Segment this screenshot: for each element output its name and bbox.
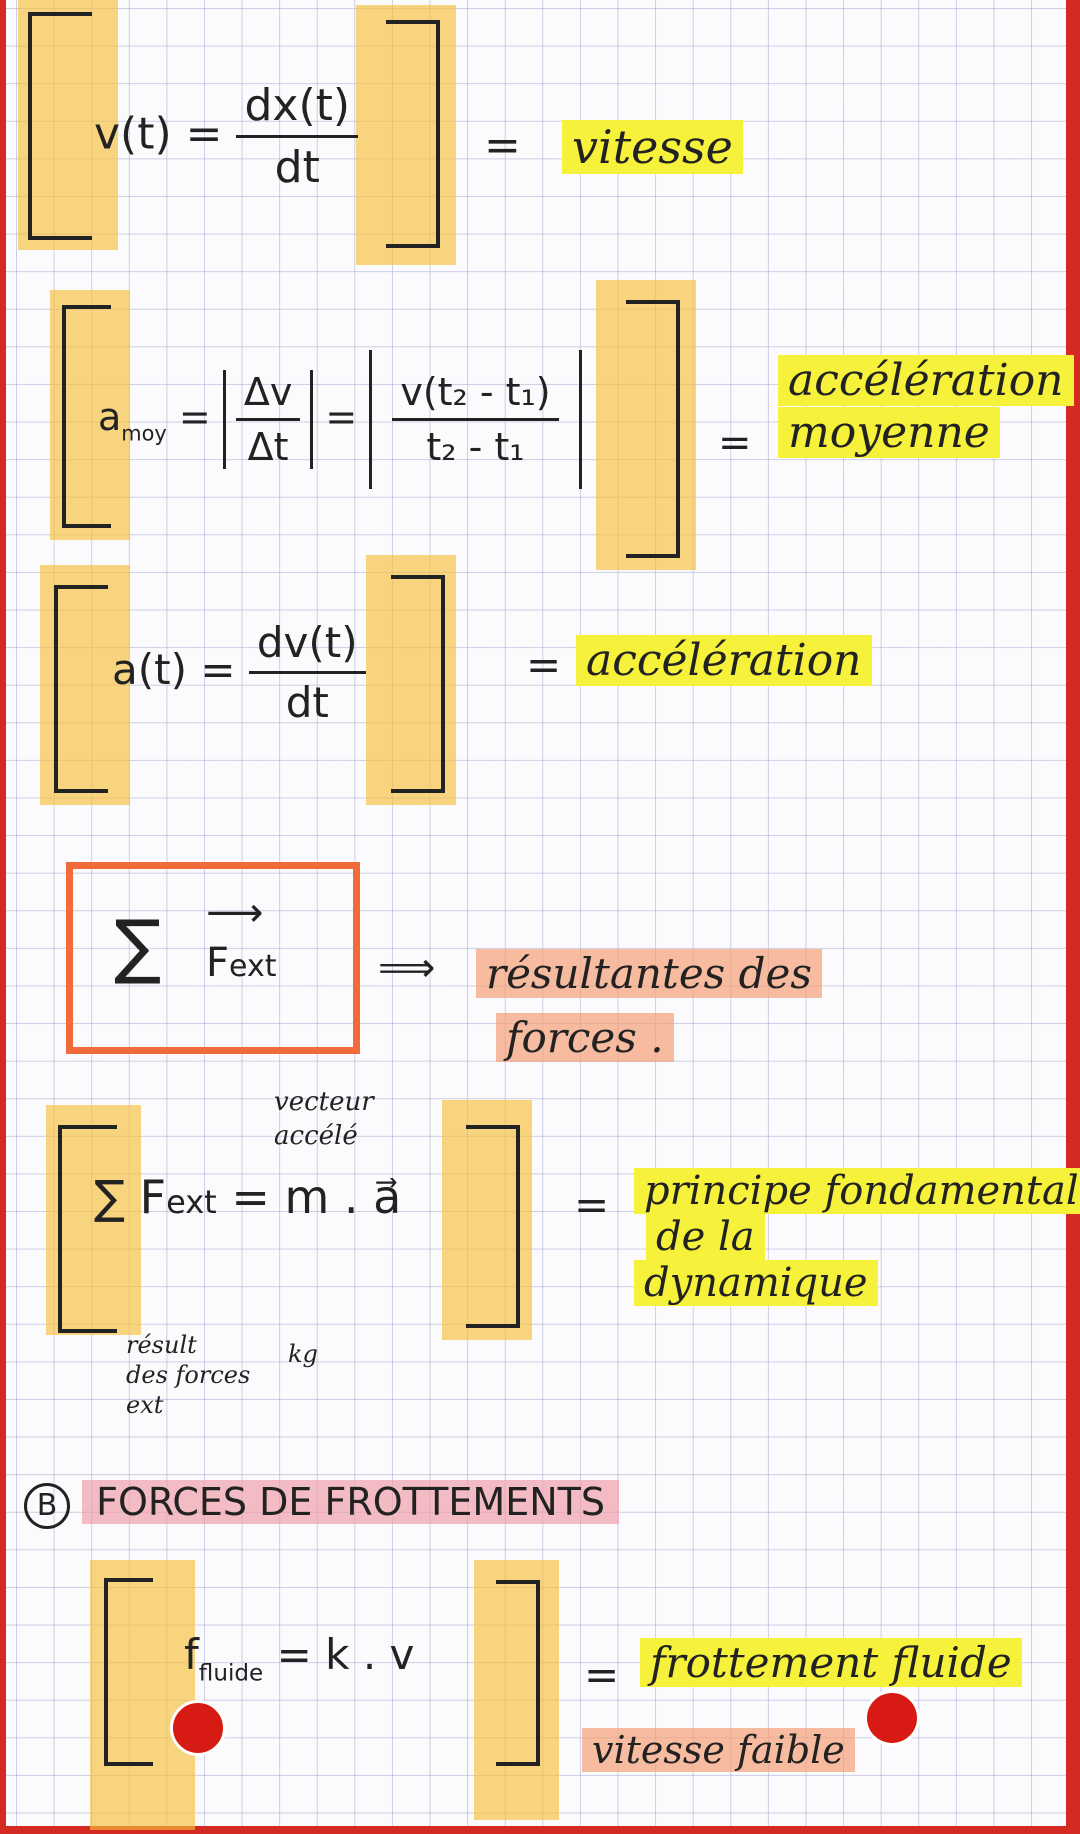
eq3-label: accélération (576, 635, 872, 686)
eq1-equals: = (484, 120, 521, 171)
section-b-heading: B FORCES DE FROTTEMENTS (24, 1480, 619, 1529)
annotation-result-forces: résult des forces ext (126, 1331, 251, 1419)
highlight-bracket-left (18, 0, 118, 250)
eq2-equals: = (718, 420, 752, 466)
sigma-symbol: ∑ (114, 905, 162, 987)
eq3-formula: a(t) = dv(t)dt (112, 618, 366, 727)
eq2-lhs-sub: moy (121, 421, 167, 446)
left-bracket (28, 12, 92, 240)
eq1-lhs: v(t) = (94, 108, 223, 160)
eq3-lhs: a(t) = (112, 645, 236, 694)
right-bracket (391, 575, 445, 793)
eq2-label: accélération moyenne (778, 355, 1074, 459)
eq6-formula: ffluide = k . v (184, 1630, 415, 1687)
right-bracket (496, 1580, 540, 1766)
right-bracket (626, 300, 680, 558)
section-marker-b: B (24, 1483, 70, 1529)
eq5-formula: ∑ Fext = m . a⃗ (94, 1170, 402, 1224)
eq4-symbol: Fext (206, 940, 277, 986)
eq5-label: principe fondamental de la dynamique (634, 1168, 1080, 1306)
eq6-equals: = (584, 1650, 620, 1699)
binder-hole-left (170, 1700, 226, 1756)
eq4-label: résultantes des forces . (476, 942, 822, 1070)
left-bracket (58, 1125, 117, 1333)
annotation-vector-accel: vecteur accélé (274, 1087, 374, 1151)
left-bracket (104, 1578, 153, 1766)
highlight-bracket-right (474, 1560, 559, 1820)
eq1-label: vitesse (562, 120, 743, 174)
left-bracket (62, 305, 111, 528)
eq1-denominator: dt (274, 142, 320, 193)
eq3-equals: = (526, 640, 562, 689)
eq2-lhs: a (98, 395, 122, 439)
right-bracket (466, 1125, 520, 1328)
eq1-numerator: dx(t) (236, 80, 359, 138)
eq5-equals: = (574, 1180, 610, 1229)
eq1-formula: v(t) = dx(t)dt (94, 80, 359, 193)
sum-forces-box (66, 862, 360, 1054)
eq6-label: frottement fluide (640, 1638, 1022, 1687)
section-title: FORCES DE FROTTEMENTS (82, 1480, 619, 1524)
vector-arrow-icon: ⟶ (206, 890, 264, 936)
implies-arrow: ⟹ (378, 945, 436, 991)
left-bracket (54, 585, 108, 793)
annotation-kg: kg (288, 1340, 318, 1368)
eq6-note: vitesse faible (582, 1728, 855, 1772)
binder-hole-right (864, 1690, 920, 1746)
right-bracket (386, 20, 440, 248)
